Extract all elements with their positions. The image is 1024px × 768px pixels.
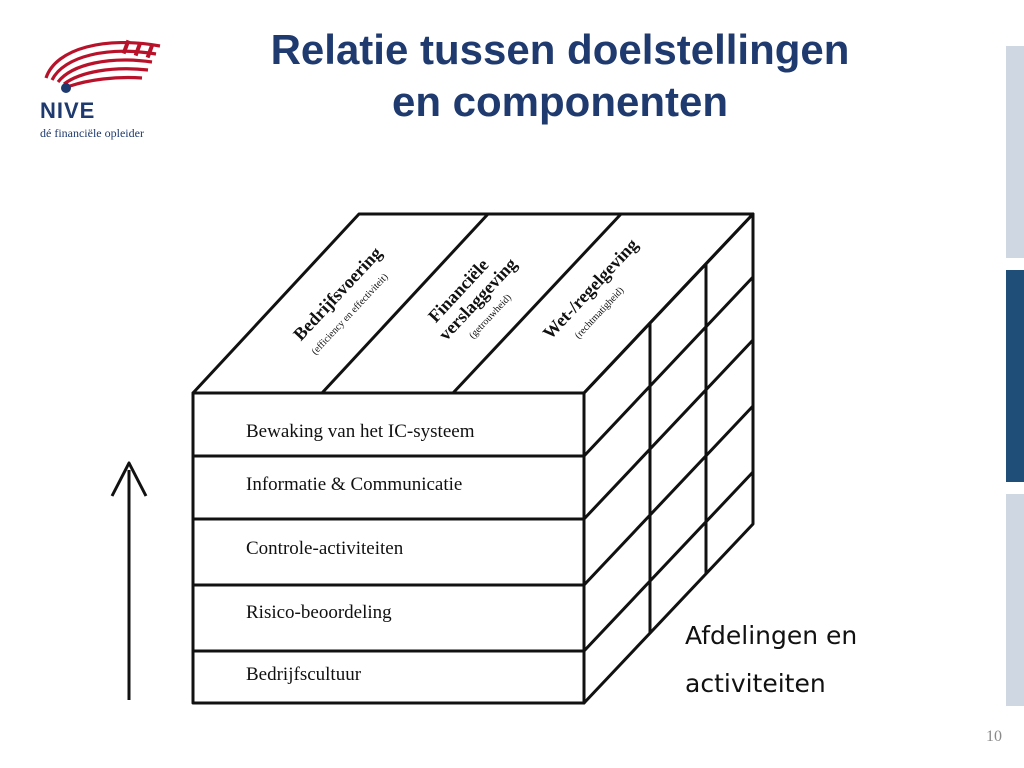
- side-caption-line-1: Afdelingen en: [685, 621, 857, 650]
- logo-name: NIVE: [40, 98, 96, 123]
- decor-bar-light-top: [1006, 46, 1024, 258]
- title-line-2: en componenten: [391, 78, 729, 125]
- logo-tagline: dé financiële opleider: [40, 126, 144, 140]
- objective-operations: Bedrijfsvoering (efficiency en effectivi…: [289, 243, 390, 357]
- layer-lines: [193, 275, 755, 653]
- cube-right-face: [582, 212, 755, 705]
- component-info-communication: Informatie & Communicatie: [246, 474, 462, 495]
- component-monitoring: Bewaking van het IC-systeem: [246, 421, 475, 442]
- top-divider-1: [320, 212, 490, 395]
- component-risk-assessment: Risico-beoordeling: [246, 602, 392, 623]
- title-line-1: Relatie tussen doelstellingen: [270, 26, 850, 73]
- objective-financial-reporting: Financiële verslaggeving (getrouwheid): [424, 254, 521, 344]
- decor-bar-dark: [1006, 270, 1024, 482]
- top-divider-2: [451, 212, 623, 395]
- nive-logo: NIVE dé financiële opleider: [36, 34, 172, 144]
- decor-bar-light-bottom: [1006, 494, 1024, 706]
- up-arrow-icon: [110, 461, 148, 700]
- side-caption-line-2: activiteiten: [685, 669, 826, 698]
- component-control-activities: Controle-activiteiten: [246, 538, 404, 559]
- logo-mark-icon: [44, 39, 161, 93]
- component-culture: Bedrijfscultuur: [246, 664, 362, 685]
- page-number: 10: [986, 728, 1002, 745]
- slide-title: Relatie tussen doelstellingen en compone…: [180, 24, 940, 128]
